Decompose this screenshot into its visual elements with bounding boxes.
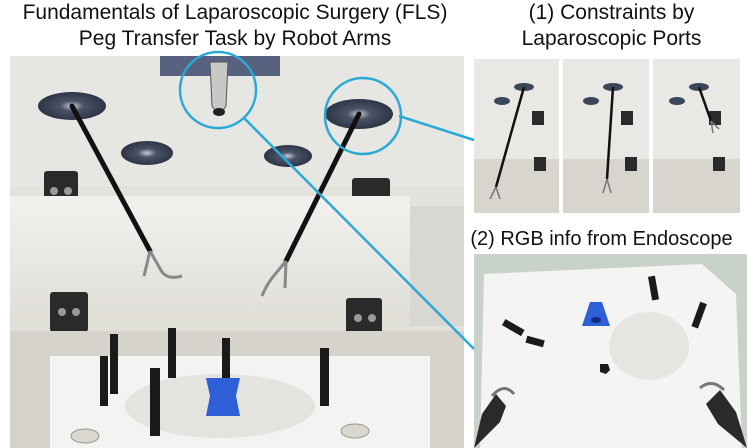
port-constraint-photo-2 bbox=[563, 59, 649, 213]
peg bbox=[150, 368, 160, 436]
peg bbox=[110, 334, 118, 394]
peg bbox=[100, 356, 108, 406]
gripper-left bbox=[474, 394, 506, 448]
peg bbox=[647, 275, 660, 301]
instrument bbox=[494, 86, 526, 188]
peg bbox=[691, 301, 707, 329]
main-title: Fundamentals of Laparoscopic Surgery (FL… bbox=[0, 0, 470, 52]
instrument bbox=[697, 86, 713, 122]
ports-panel-title: (1) Constraints by Laparoscopic Ports bbox=[476, 0, 747, 52]
peg bbox=[222, 338, 230, 388]
port-center-right bbox=[264, 145, 312, 167]
hinge-bottom-left bbox=[50, 292, 88, 332]
hinge-bottom-right bbox=[346, 298, 382, 336]
robot-instrument-left bbox=[69, 103, 153, 254]
blue-transfer-block bbox=[582, 302, 610, 326]
main-title-line2: Peg Transfer Task by Robot Arms bbox=[78, 27, 392, 50]
peg bbox=[501, 319, 525, 337]
blue-transfer-block bbox=[206, 378, 240, 416]
endoscope-panel-title: (2) RGB info from Endoscope bbox=[470, 228, 733, 250]
peg bbox=[525, 335, 545, 348]
endoscope-tip bbox=[209, 61, 229, 113]
port-constraint-photo-3 bbox=[653, 59, 740, 213]
ports-title-line2: Laparoscopic Ports bbox=[521, 27, 702, 50]
gripper-right bbox=[706, 390, 747, 448]
peg bbox=[320, 348, 329, 406]
peg bbox=[168, 328, 176, 378]
port-constraint-photo-1 bbox=[474, 59, 559, 213]
endoscope-rgb-photo bbox=[474, 254, 747, 448]
main-robot-photo bbox=[10, 56, 464, 448]
ports-title-line1: (1) Constraints by bbox=[528, 1, 695, 24]
port-center-left bbox=[121, 141, 173, 165]
main-title-line1: Fundamentals of Laparoscopic Surgery (FL… bbox=[22, 1, 448, 24]
instrument bbox=[605, 86, 615, 180]
